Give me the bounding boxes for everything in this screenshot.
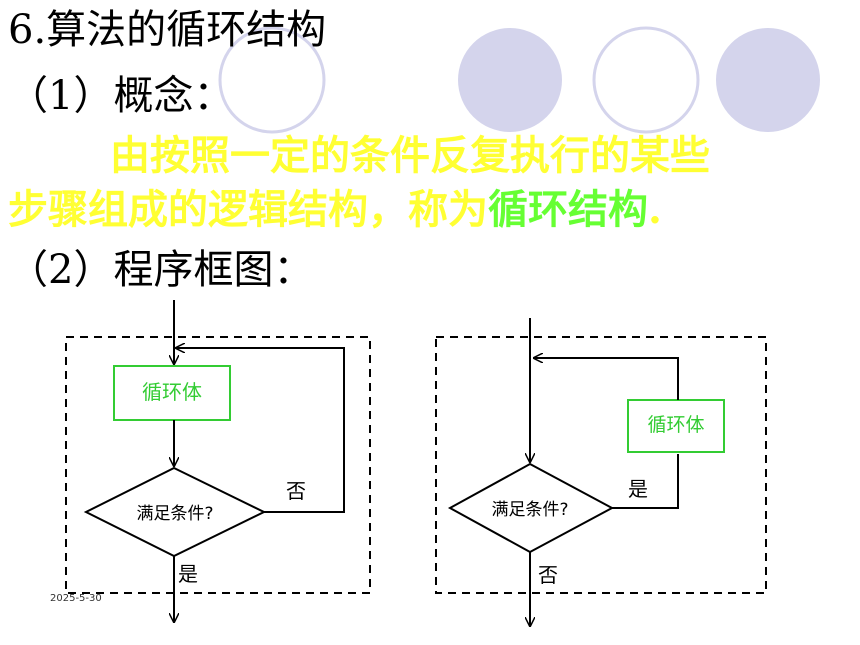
deco-circle-3	[592, 26, 700, 134]
flowchart-right: 满足条件? 是 循环体 否	[435, 318, 767, 626]
definition-line-2-prefix: 步骤组成的逻辑结构，称为	[8, 186, 488, 233]
right-dashed-frame	[435, 336, 767, 594]
right-loop-body-box	[627, 399, 725, 453]
left-loop-body-label: 循环体	[142, 380, 202, 404]
definition-line-2: 步骤组成的逻辑结构，称为循环结构.	[8, 186, 662, 234]
right-yes-label: 是	[628, 477, 648, 501]
deco-circle-4	[716, 28, 820, 132]
definition-term: 循环结构	[488, 186, 648, 233]
left-no-label: 否	[286, 479, 306, 503]
flowchart-left: 循环体 满足条件? 否 是	[65, 300, 371, 622]
slide-date: 2025-5-30	[50, 593, 102, 604]
deco-circle-2	[458, 28, 562, 132]
right-loop-body-label: 循环体	[647, 414, 704, 436]
deco-circle-1	[218, 26, 326, 134]
left-yes-label: 是	[178, 562, 198, 586]
section-flowchart-heading: （2）程序框图：	[8, 247, 314, 293]
left-condition-label: 满足条件?	[136, 504, 213, 524]
definition-line-2-suffix: .	[648, 186, 662, 233]
right-no-label: 否	[538, 563, 558, 587]
left-no-loop-line	[176, 348, 345, 513]
section-concept-heading: （1）概念：	[8, 73, 234, 119]
right-condition-label: 满足条件?	[491, 500, 568, 520]
right-yes-line	[612, 454, 679, 509]
left-loop-body-box	[113, 365, 231, 421]
page-title: 6.算法的循环结构	[8, 7, 327, 53]
right-return-line	[534, 358, 679, 400]
definition-line-1: 由按照一定的条件反复执行的某些	[110, 132, 710, 179]
